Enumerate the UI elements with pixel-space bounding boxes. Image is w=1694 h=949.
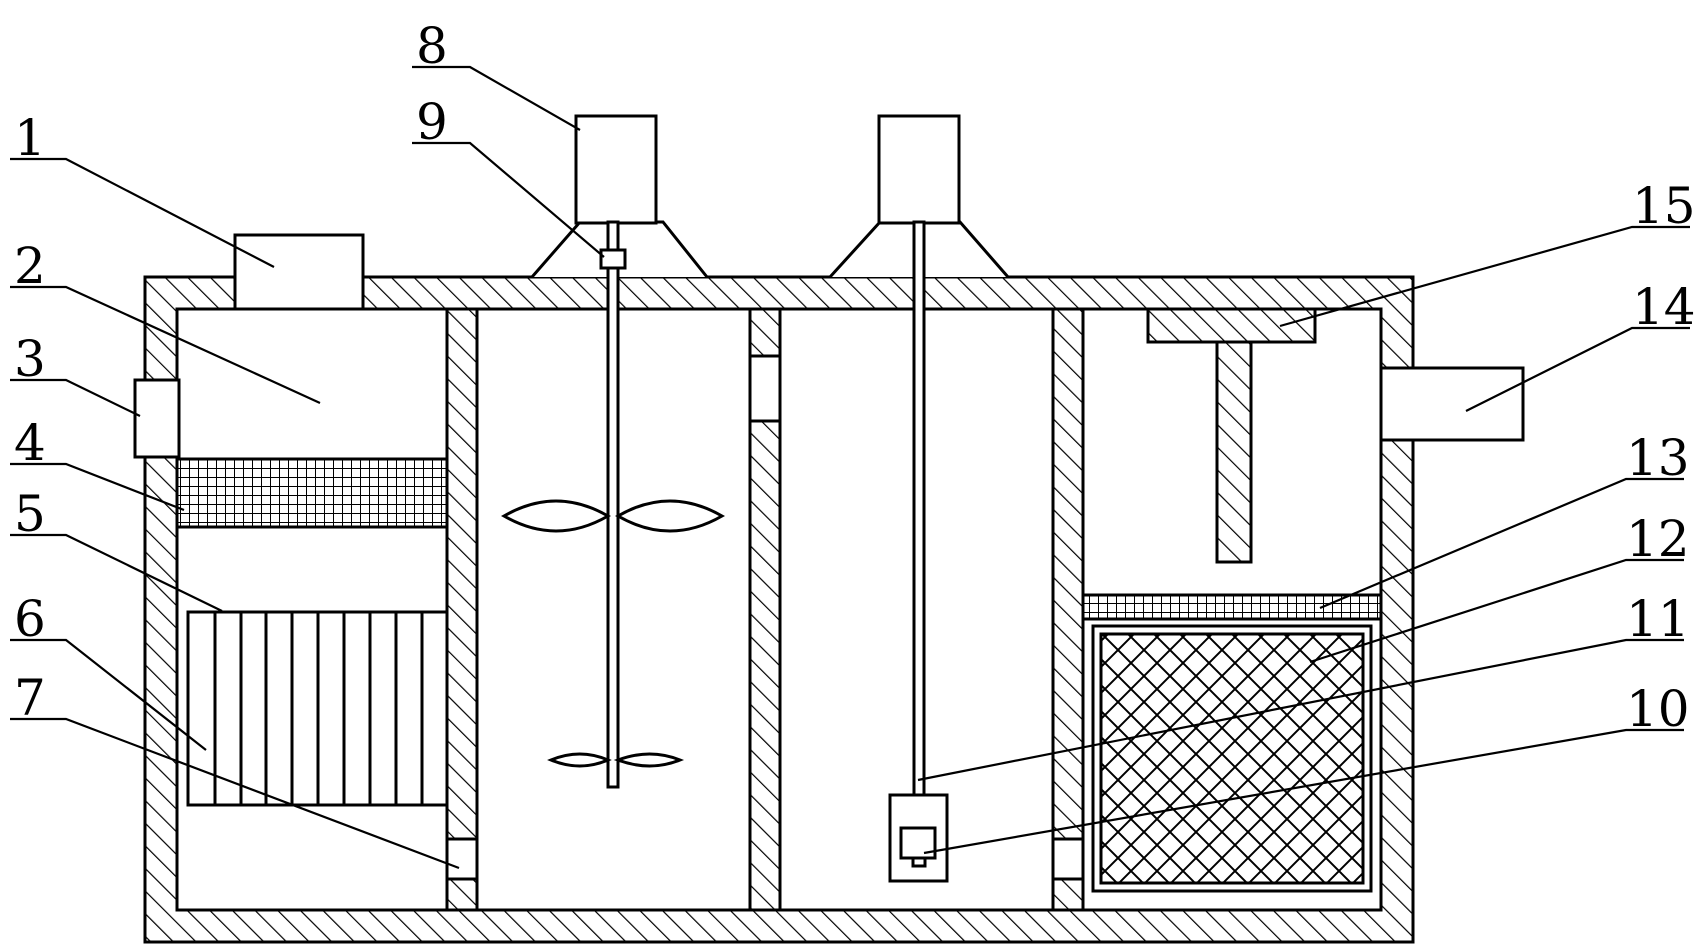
side-inlet-box [133,378,181,459]
right-chamber [1081,307,1525,893]
label-7: 7 [14,669,46,727]
label-6: 6 [14,590,46,648]
leader-lines [10,65,1690,870]
label-14: 14 [1632,278,1694,336]
label-2: 2 [14,237,46,295]
label-13: 13 [1626,429,1690,487]
motor-top-2 [877,114,961,225]
filter-block-12 [1099,632,1365,885]
baffle-stem [1215,340,1253,564]
pump-rod [912,220,926,797]
pump-nozzle [911,856,927,868]
label-12: 12 [1626,510,1690,568]
outlet-pipe-14 [1379,366,1525,442]
tube-lines [213,612,424,805]
mixer-chamber [500,114,726,789]
label-11: 11 [1626,590,1690,648]
label-8: 8 [416,17,448,75]
label-5: 5 [14,485,46,543]
callout-labels: 1 2 3 4 5 6 7 8 9 10 11 12 13 14 15 [14,17,1694,738]
top-inlet-box [233,233,365,311]
shaft-coupling-9 [599,248,627,270]
mesh-layer-13 [1081,593,1383,621]
label-4: 4 [14,414,46,472]
label-15: 15 [1632,177,1694,235]
motor-8 [574,114,658,225]
lower-blade-right [613,752,685,768]
label-9: 9 [416,93,448,151]
left-filter-chamber [133,233,449,807]
partition-1 [445,307,479,912]
lower-blade-left [547,752,612,768]
pump-chamber [828,114,1010,883]
upper-blade-left [500,499,612,533]
upper-blade-right [614,499,726,533]
baffle-plate-15 [1146,307,1317,344]
partition-2 [748,307,782,912]
partition-3 [1051,307,1085,912]
label-10: 10 [1626,680,1690,738]
label-3: 3 [14,330,46,388]
pump-head [899,826,937,860]
label-1: 1 [14,109,46,167]
mesh-screen [175,457,449,529]
mixer-shaft [606,220,620,789]
